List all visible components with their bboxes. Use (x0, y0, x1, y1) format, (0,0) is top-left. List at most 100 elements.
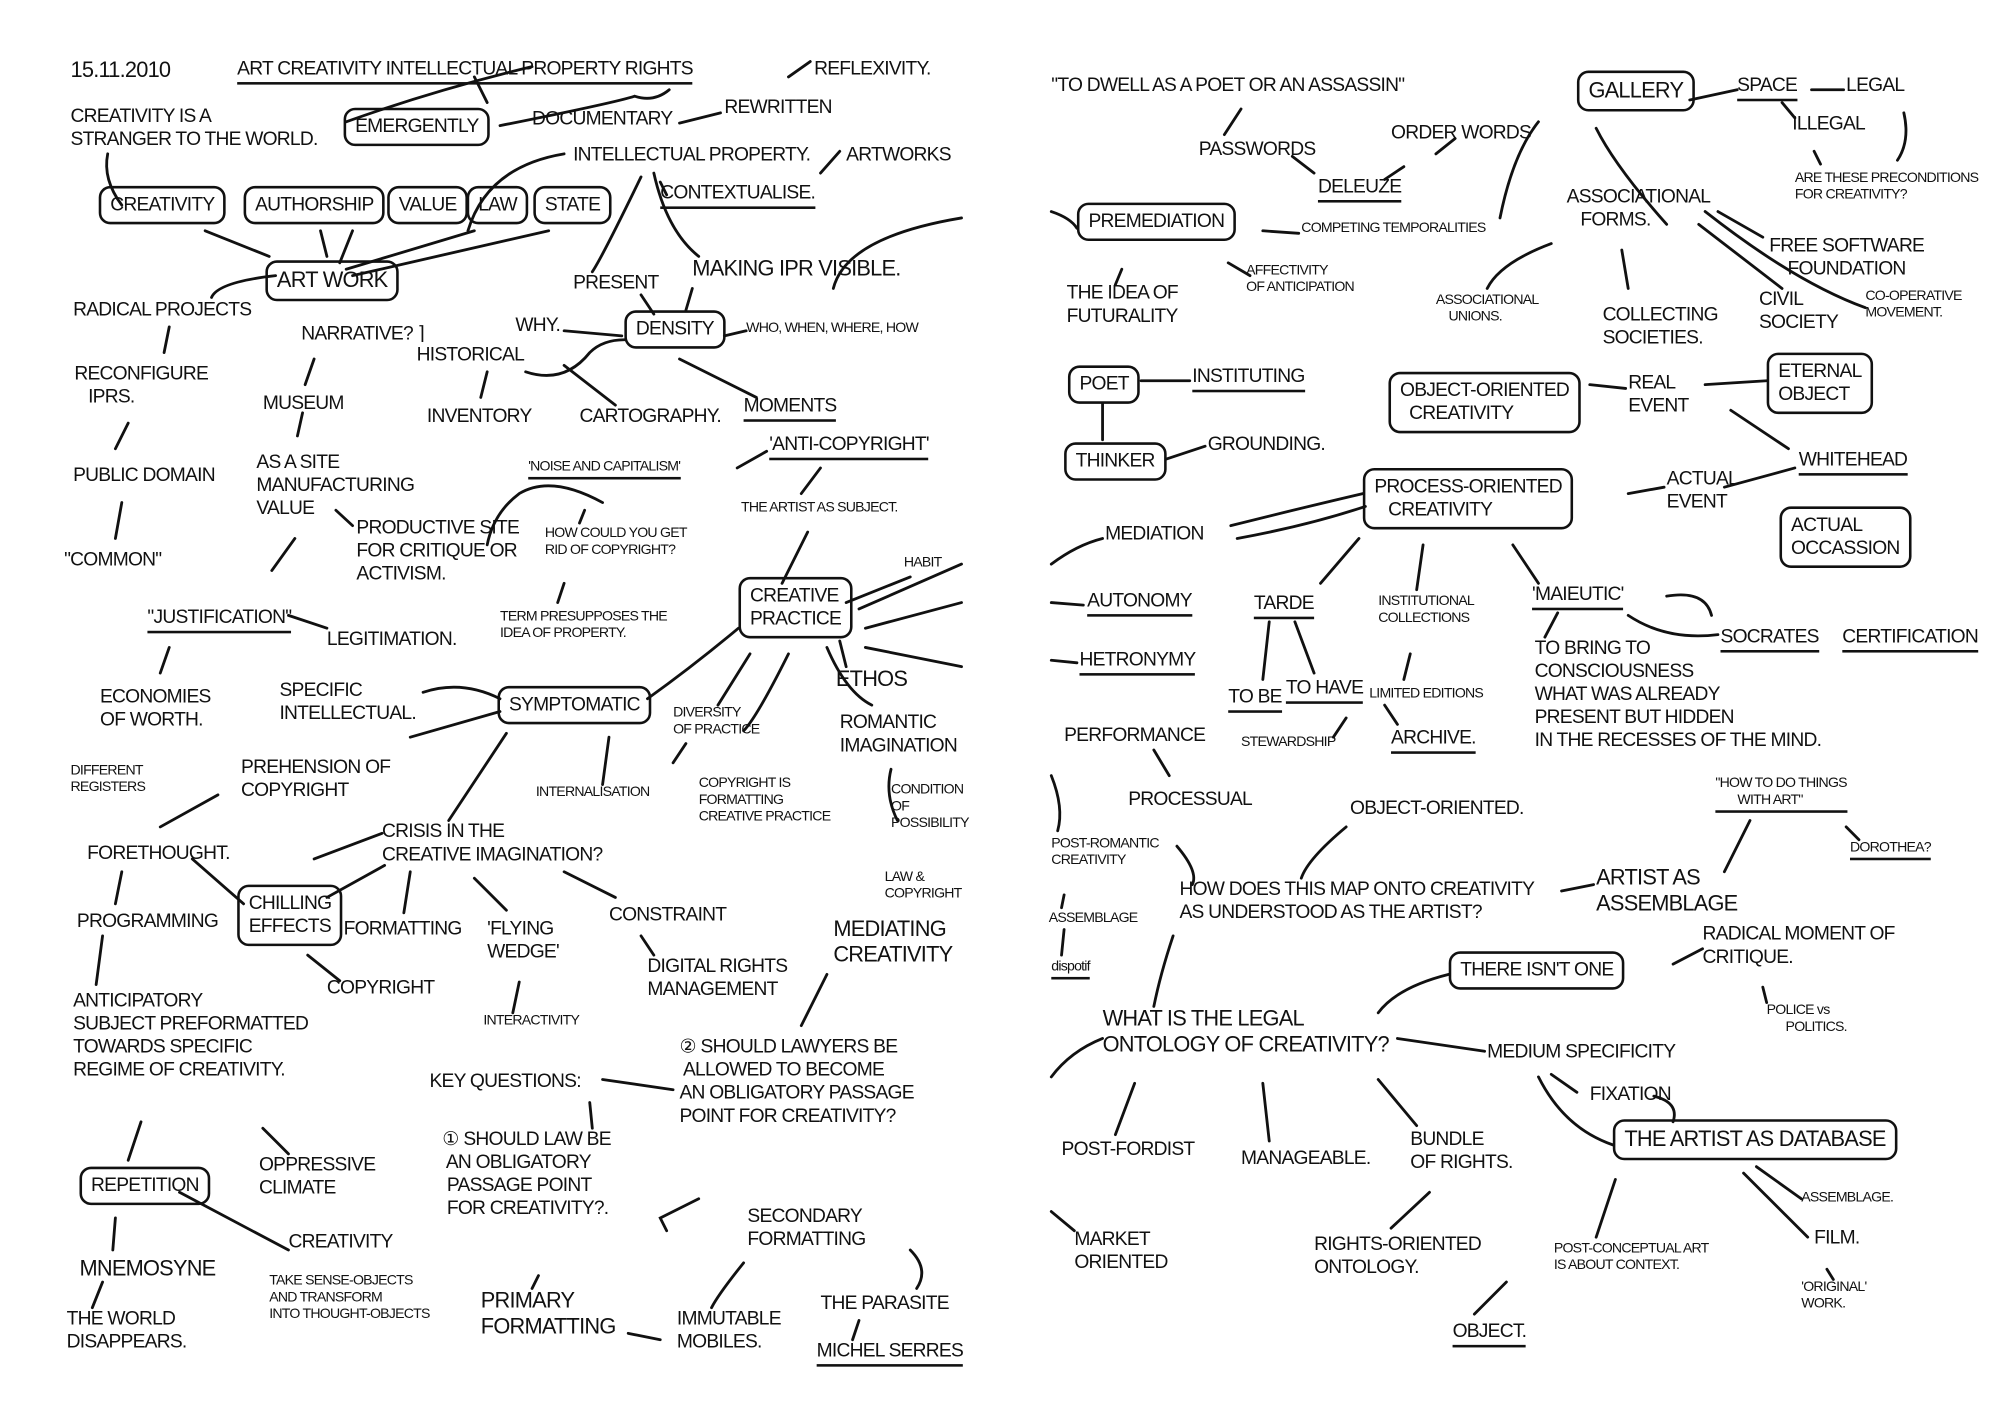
connector (1825, 1267, 1835, 1281)
connector (1222, 107, 1243, 137)
connector (825, 646, 874, 707)
connector (111, 1216, 117, 1252)
node-premediation: PREMEDIATION (1076, 202, 1236, 242)
node-medium: MEDIUM SPECIFICITY (1487, 1041, 1676, 1063)
node-institutional: INSTITUTIONAL COLLECTIONS (1378, 593, 1475, 626)
node-artist-database: THE ARTIST AS DATABASE (1612, 1119, 1898, 1161)
connector (1588, 383, 1628, 390)
node-actual-occasion: ACTUAL OCCASSION (1779, 506, 1912, 568)
node-the-world: THE WORLD DISAPPEARS. (66, 1307, 188, 1353)
connector (601, 1078, 675, 1092)
connector (158, 793, 220, 829)
node-police: POLICE vs POLITICS. (1766, 1002, 1848, 1035)
node-assemblage1: ASSEMBLAGE (1048, 910, 1138, 926)
connector (1261, 229, 1301, 235)
node-how-could: HOW COULD YOU GET RID OF COPYRIGHT? (544, 525, 688, 558)
connector (710, 1261, 745, 1310)
node-term: TERM PRESUPPOSES THE IDEA OF PROPERTY. (499, 608, 668, 642)
connector (1812, 149, 1822, 166)
node-specific: SPECIFIC INTELLECTUAL. (279, 679, 416, 725)
connector (1626, 613, 1720, 638)
node-maieutic: 'MAIEUTIC' (1532, 583, 1624, 611)
connector (113, 421, 130, 451)
connector (472, 75, 489, 104)
connector (1560, 883, 1595, 893)
connector (1152, 934, 1175, 1008)
connector (530, 1274, 540, 1290)
connector (1472, 1280, 1508, 1316)
connector (105, 152, 124, 207)
node-condition: CONDITION OF POSSIBILITY (891, 782, 970, 832)
node-grounding: GROUNDING. (1207, 433, 1326, 456)
connector (658, 180, 669, 197)
connector (1049, 210, 1079, 230)
connector (1049, 537, 1104, 566)
node-artist-assemblage: ARTIST AS ASSEMBLAGE (1596, 865, 1738, 916)
connector (1331, 716, 1348, 739)
connector (1896, 111, 1908, 162)
node-making-ipr: MAKING IPR VISIBLE. (692, 256, 901, 281)
connector (270, 537, 297, 572)
node-dorothea: DOROTHEA? (1849, 840, 1932, 861)
node-to-bring: TO BRING TO CONSCIOUSNESS WHAT WAS ALREA… (1534, 637, 1822, 752)
node-post-romantic: POST-ROMANTIC CREATIVITY (1051, 835, 1159, 869)
node-immutable: IMMUTABLE MOBILES. (676, 1307, 782, 1353)
connector (671, 742, 688, 765)
node-romantic: ROMANTIC IMAGINATION (839, 711, 958, 757)
connector (344, 65, 534, 124)
connector (1396, 1037, 1487, 1053)
connector (908, 1248, 924, 1290)
node-economies: ECONOMIES OF WORTH. (99, 685, 211, 731)
node-illegal: ILLEGAL (1792, 112, 1865, 135)
node-deleuze: DELEUZE (1317, 176, 1402, 203)
node-archive: ARCHIVE. (1391, 727, 1476, 754)
node-mnemosyne: MNEMOSYNE (79, 1256, 216, 1281)
node-habit: HABIT (903, 555, 942, 571)
node-repetition: REPETITION (79, 1166, 211, 1206)
connector (447, 731, 508, 822)
connector (1402, 652, 1412, 681)
connector (421, 685, 502, 701)
connector (588, 1101, 594, 1130)
connector (819, 149, 842, 175)
connector (1549, 1072, 1579, 1094)
node-narrative: NARRATIVE? ⌉ (301, 323, 425, 345)
node-anti-copyright: 'ANTI-COPYRIGHT' (769, 433, 930, 461)
node-michel: MICHEL SERRES (816, 1340, 964, 1367)
node-rights-oriented: RIGHTS-ORIENTED ONTOLOGY. (1314, 1233, 1482, 1279)
node-reflexivity: REFLEXIVITY. (814, 57, 931, 80)
node-associational-unions: ASSOCIATIONAL UNIONS. (1435, 292, 1539, 325)
node-copyright-is: COPYRIGHT IS FORMATTING CREATIVE PRACTIC… (698, 775, 831, 825)
node-present: PRESENT (573, 271, 659, 294)
connector (113, 501, 124, 540)
node-mediating: MEDIATING CREATIVITY (833, 916, 953, 968)
node-constraint: CONSTRAINT (608, 903, 727, 926)
node-artist-subject: THE ARTIST AS SUBJECT. (741, 499, 898, 516)
node-forethought: FORETHOUGHT. (87, 842, 230, 865)
connector (1049, 1037, 1104, 1079)
connector (402, 870, 412, 915)
node-inventory: INVENTORY (426, 405, 532, 427)
node-thinker: THINKER (1064, 442, 1167, 481)
node-post-conceptual: POST-CONCEPTUAL ART IS ABOUT CONTEXT. (1553, 1241, 1709, 1274)
connector (799, 972, 829, 1028)
connector (312, 831, 384, 861)
connector (1434, 137, 1457, 156)
connector (1113, 267, 1124, 287)
connector (735, 449, 769, 470)
connector (851, 1319, 861, 1342)
node-symptomatic: SYMPTOMATIC (497, 685, 652, 725)
node-noise: 'NOISE AND CAPITALISM' (528, 459, 681, 480)
connector (1235, 504, 1367, 540)
node-public-domain: PUBLIC DOMAIN (73, 464, 216, 486)
node-museum: MUSEUM (262, 392, 345, 415)
connector (742, 652, 790, 733)
node-instituting: INSTITUTING (1192, 365, 1305, 393)
node-cartography: CARTOGRAPHY. (579, 405, 721, 427)
node-internalisation: INTERNALISATION (535, 784, 650, 800)
node-state: STATE (533, 185, 612, 225)
node-film: FILM. (1814, 1226, 1860, 1249)
node-order-words: ORDER WORDS (1391, 121, 1532, 144)
node-eternal: ETERNAL OBJECT (1766, 352, 1874, 415)
connector (1049, 601, 1085, 607)
